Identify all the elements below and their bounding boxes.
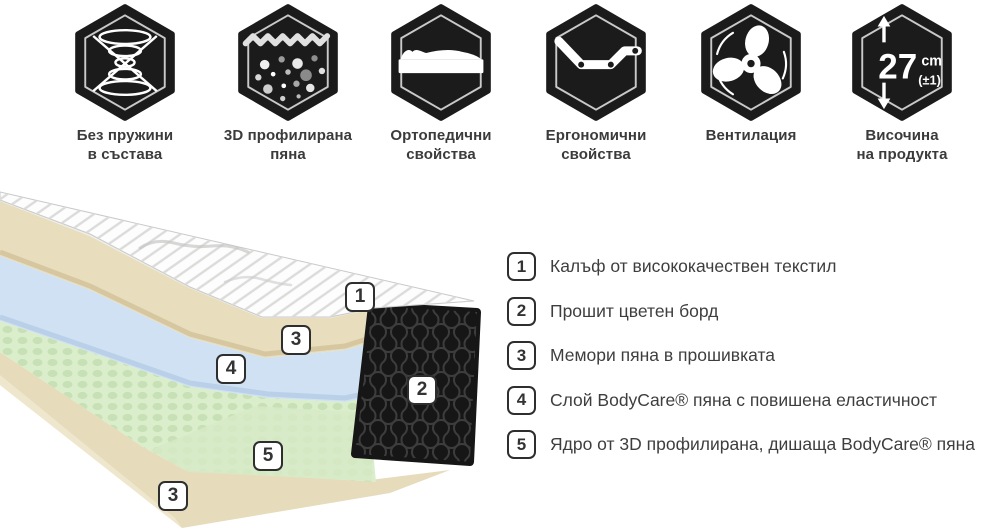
callout-2-border: 2 (407, 375, 437, 405)
legend-row-1: 1 Калъф от висококачествен текстил (507, 252, 975, 281)
callout-1-cover: 1 (345, 282, 375, 312)
legend-badge: 5 (507, 430, 536, 459)
feature-label: Ергономични свойства (545, 127, 647, 164)
double-arrow-icon (877, 15, 891, 110)
legend-row-2: 2 Прошит цветен борд (507, 296, 975, 326)
callout-5-core: 5 (253, 441, 283, 471)
legend-badge: 4 (507, 385, 536, 415)
fan-icon (701, 4, 801, 121)
lying-person-icon (391, 4, 491, 121)
mattress-cutaway-illustration (0, 191, 481, 528)
layer-bodycare-blue-edge (0, 314, 364, 401)
legend-badge: 2 (507, 296, 536, 326)
layer-base-bottom-edge (0, 375, 182, 528)
legend-label: Калъф от висококачествен текстил (550, 256, 837, 276)
feature-3d-foam: 3D профилирана пяна (213, 4, 363, 164)
feature-label: 3D профилирана пяна (223, 127, 353, 164)
height-unit: cm (921, 54, 942, 70)
legend-label: Ядро от 3D профилирана, дишаща BodyCare®… (550, 434, 975, 454)
height-value: 27 (878, 47, 917, 86)
legend-badge: 3 (507, 341, 536, 370)
feature-label: Височина на продукта (856, 127, 948, 164)
no-springs-icon (75, 4, 175, 121)
legend-label: Слой BodyCare® пяна с повишена еластично… (550, 389, 938, 410)
layer-bodycare-blue (0, 256, 374, 402)
feature-ergonomic: Ергономични свойства (521, 4, 671, 164)
callout-3-bottom: 3 (158, 481, 188, 511)
feature-orthopedic: Ортопедични свойства (366, 4, 516, 164)
ergonomic-profile-icon (546, 4, 646, 121)
legend-label: Мемори пяна в прошивката (550, 345, 776, 365)
layer-legend: 1 Калъф от висококачествен текстил 2 Про… (507, 252, 975, 475)
layer-memory-beige (0, 200, 374, 358)
foam-bubbles-icon (238, 4, 338, 121)
feature-label: Ортопедични свойства (390, 127, 492, 164)
callout-4-bodycare: 4 (216, 354, 246, 384)
height-tolerance: (±1) (918, 73, 941, 88)
legend-row-3: 3 Мемори пяна в прошивката (507, 341, 975, 370)
legend-row-4: 4 Слой BodyCare® пяна с повишена еластич… (507, 385, 975, 415)
feature-ventilation: Вентилация (676, 4, 826, 145)
feature-label: Без пружини в състава (76, 127, 174, 164)
feature-height: 27 cm (±1) Височина на продукта (827, 4, 977, 164)
legend-badge: 1 (507, 252, 536, 281)
feature-no-springs: Без пружини в състава (50, 4, 200, 164)
height-27cm-icon: 27 cm (±1) (852, 4, 952, 121)
layer-memory-beige-edge (0, 249, 371, 357)
feature-label: Вентилация (705, 127, 797, 144)
callout-3-memory-foam: 3 (281, 325, 311, 355)
layer-base-bottom (0, 352, 450, 528)
legend-label: Прошит цветен борд (550, 300, 719, 321)
legend-row-5: 5 Ядро от 3D профилирана, дишаща BodyCar… (507, 430, 975, 459)
